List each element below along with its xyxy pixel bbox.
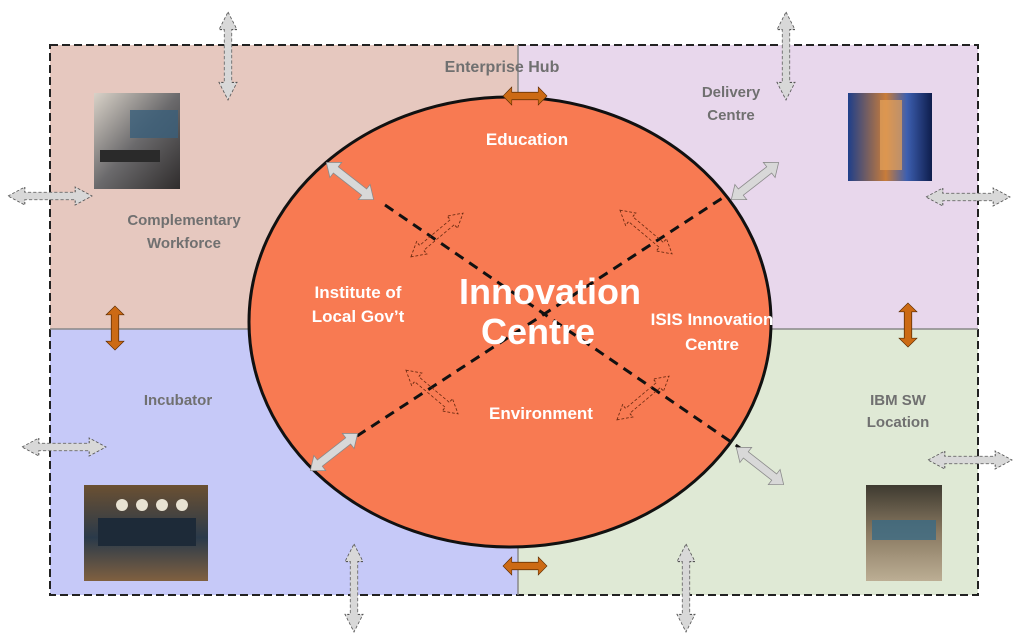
label-incubator: Incubator xyxy=(144,392,212,409)
photo-video-wall-room xyxy=(84,485,208,581)
label-delivery-centre-line2: Centre xyxy=(707,107,755,124)
centre-label-isis-line1: ISIS Innovation xyxy=(651,310,774,329)
centre-title-line2: Centre xyxy=(481,311,595,352)
label-ibm-sw-location-line1: IBM SW xyxy=(870,392,927,409)
label-complementary-workforce-line2: Workforce xyxy=(147,235,221,252)
diagonal-line-2 xyxy=(356,193,728,438)
label-complementary-workforce-line1: Complementary xyxy=(127,212,241,229)
centre-label-education: Education xyxy=(486,130,568,149)
centre-label-isis-line2: Centre xyxy=(685,335,739,354)
centre-label-environment: Environment xyxy=(489,404,593,423)
centre-label-institute-line2: Local Gov’t xyxy=(312,307,405,326)
label-ibm-sw-location-line2: Location xyxy=(867,414,930,431)
photo-operations-floor xyxy=(866,485,942,581)
outer-dashed-border xyxy=(49,44,979,596)
label-enterprise-hub: Enterprise Hub xyxy=(445,59,560,76)
label-delivery-centre-line1: Delivery xyxy=(702,84,761,101)
centre-title-line1: Innovation xyxy=(459,271,641,312)
diagonal-line-1 xyxy=(384,203,741,450)
photo-control-room xyxy=(94,93,180,189)
centre-label-institute-line1: Institute of xyxy=(315,283,402,302)
photo-corridor xyxy=(848,93,932,181)
